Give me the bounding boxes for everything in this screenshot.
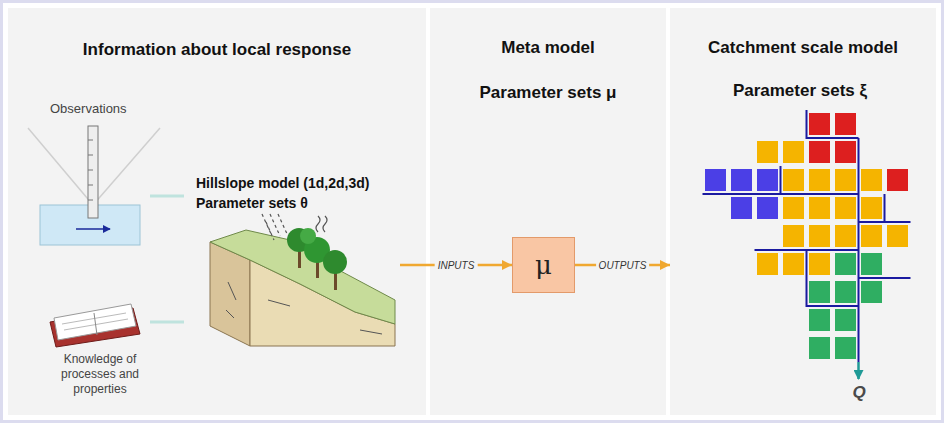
- parameter-label: Parameter sets ξ: [670, 81, 930, 101]
- grid-cell: [835, 337, 856, 359]
- grid-cell: [731, 197, 752, 219]
- flow-label: INPUTS: [435, 260, 478, 271]
- text-slot: Information about local response: [8, 40, 426, 60]
- grid-cell: [887, 169, 908, 191]
- edge-label-slot: OUTPUTS: [596, 260, 650, 271]
- grid-cell: [757, 141, 778, 163]
- catchment-grid: [705, 113, 908, 359]
- discharge-label: Q: [846, 383, 872, 403]
- label-slot: Observations: [50, 101, 170, 116]
- grid-cell: [861, 169, 882, 191]
- outlet-arrow: [857, 362, 860, 379]
- label-slot: Q: [846, 383, 872, 403]
- knowledge-label: Knowledge of processes and properties: [40, 352, 160, 397]
- panel-heading: Catchment scale model: [670, 38, 936, 58]
- source-link: [150, 321, 184, 324]
- text-slot: Parameter sets ξ: [670, 81, 930, 101]
- book-sketch: [50, 304, 140, 347]
- grid-cell: [783, 253, 804, 275]
- grid-cell: [861, 197, 882, 219]
- grid-cell: [757, 169, 778, 191]
- flow-label: OUTPUTS: [596, 260, 650, 271]
- text-slot: Parameter sets θ: [196, 194, 308, 212]
- panel-ground: [670, 8, 936, 415]
- grid-cell: [835, 169, 856, 191]
- grid-cell: [783, 169, 804, 191]
- hillslope-node: Hillslope model (1d,2d,3d) Parameter sets…: [192, 172, 400, 342]
- grid-cell: [809, 337, 830, 359]
- panel-ground: [8, 8, 426, 415]
- grid-cell: [705, 169, 726, 191]
- grid-cell: [809, 169, 830, 191]
- parameter-label: Parameter sets μ: [430, 83, 666, 103]
- model-heading: Hillslope model (1d,2d,3d): [196, 175, 369, 191]
- grid-cell: [809, 309, 830, 331]
- grid-cell: [783, 225, 804, 247]
- grid-cell: [861, 253, 882, 275]
- meta-model-panel: Meta modelParameter sets μ μ: [430, 8, 666, 415]
- grid-cell: [835, 113, 856, 135]
- text-slot: Meta model: [430, 38, 666, 58]
- grid-cell: [861, 281, 882, 303]
- grid-cell: [809, 113, 830, 135]
- model-symbol: μ: [535, 250, 552, 280]
- river-reach: [859, 277, 911, 279]
- text-slot: Catchment scale model: [670, 38, 936, 58]
- grid-cell: [809, 225, 830, 247]
- label-slot: Knowledge of processes and properties: [40, 352, 160, 397]
- grid-cell: [835, 281, 856, 303]
- grid-cell: [757, 253, 778, 275]
- meta-model-box: μ: [512, 237, 575, 293]
- grid-cell: [809, 141, 830, 163]
- grid-cell: [809, 281, 830, 303]
- edge-label-slot: INPUTS: [435, 260, 478, 271]
- hillslope-sketch: [210, 214, 395, 346]
- river-reach: [807, 110, 859, 138]
- observations-label: Observations: [50, 101, 170, 116]
- text-slot: Hillslope model (1d,2d,3d): [196, 174, 369, 192]
- panel-ground: [430, 8, 666, 415]
- grid-cell: [783, 197, 804, 219]
- grid-cell: [835, 197, 856, 219]
- grid-cell: [809, 197, 830, 219]
- river-network: [703, 110, 911, 379]
- grid-cell: [731, 169, 752, 191]
- text-slot: Parameter sets μ: [430, 83, 666, 103]
- grid-cell: [887, 225, 908, 247]
- grid-cell: [783, 141, 804, 163]
- text-slot: μ: [513, 238, 574, 292]
- panel-heading: Information about local response: [8, 40, 426, 60]
- grid-cell: [835, 309, 856, 331]
- grid-cell: [861, 225, 882, 247]
- catchment-panel: Catchment scale modelParameter sets ξ: [670, 8, 936, 415]
- grid-cell: [757, 197, 778, 219]
- river-reach: [780, 166, 782, 194]
- grid-cell: [835, 225, 856, 247]
- panel-heading: Meta model: [430, 38, 666, 58]
- river-reach: [885, 194, 911, 222]
- source-link: [150, 195, 184, 198]
- river-reach: [807, 250, 859, 306]
- observation-sketch: [28, 126, 160, 245]
- grid-cell: [809, 253, 830, 275]
- parameter-label: Parameter sets θ: [196, 195, 308, 211]
- river-reach: [859, 221, 885, 223]
- grid-cell: [835, 253, 856, 275]
- grid-cell: [835, 141, 856, 163]
